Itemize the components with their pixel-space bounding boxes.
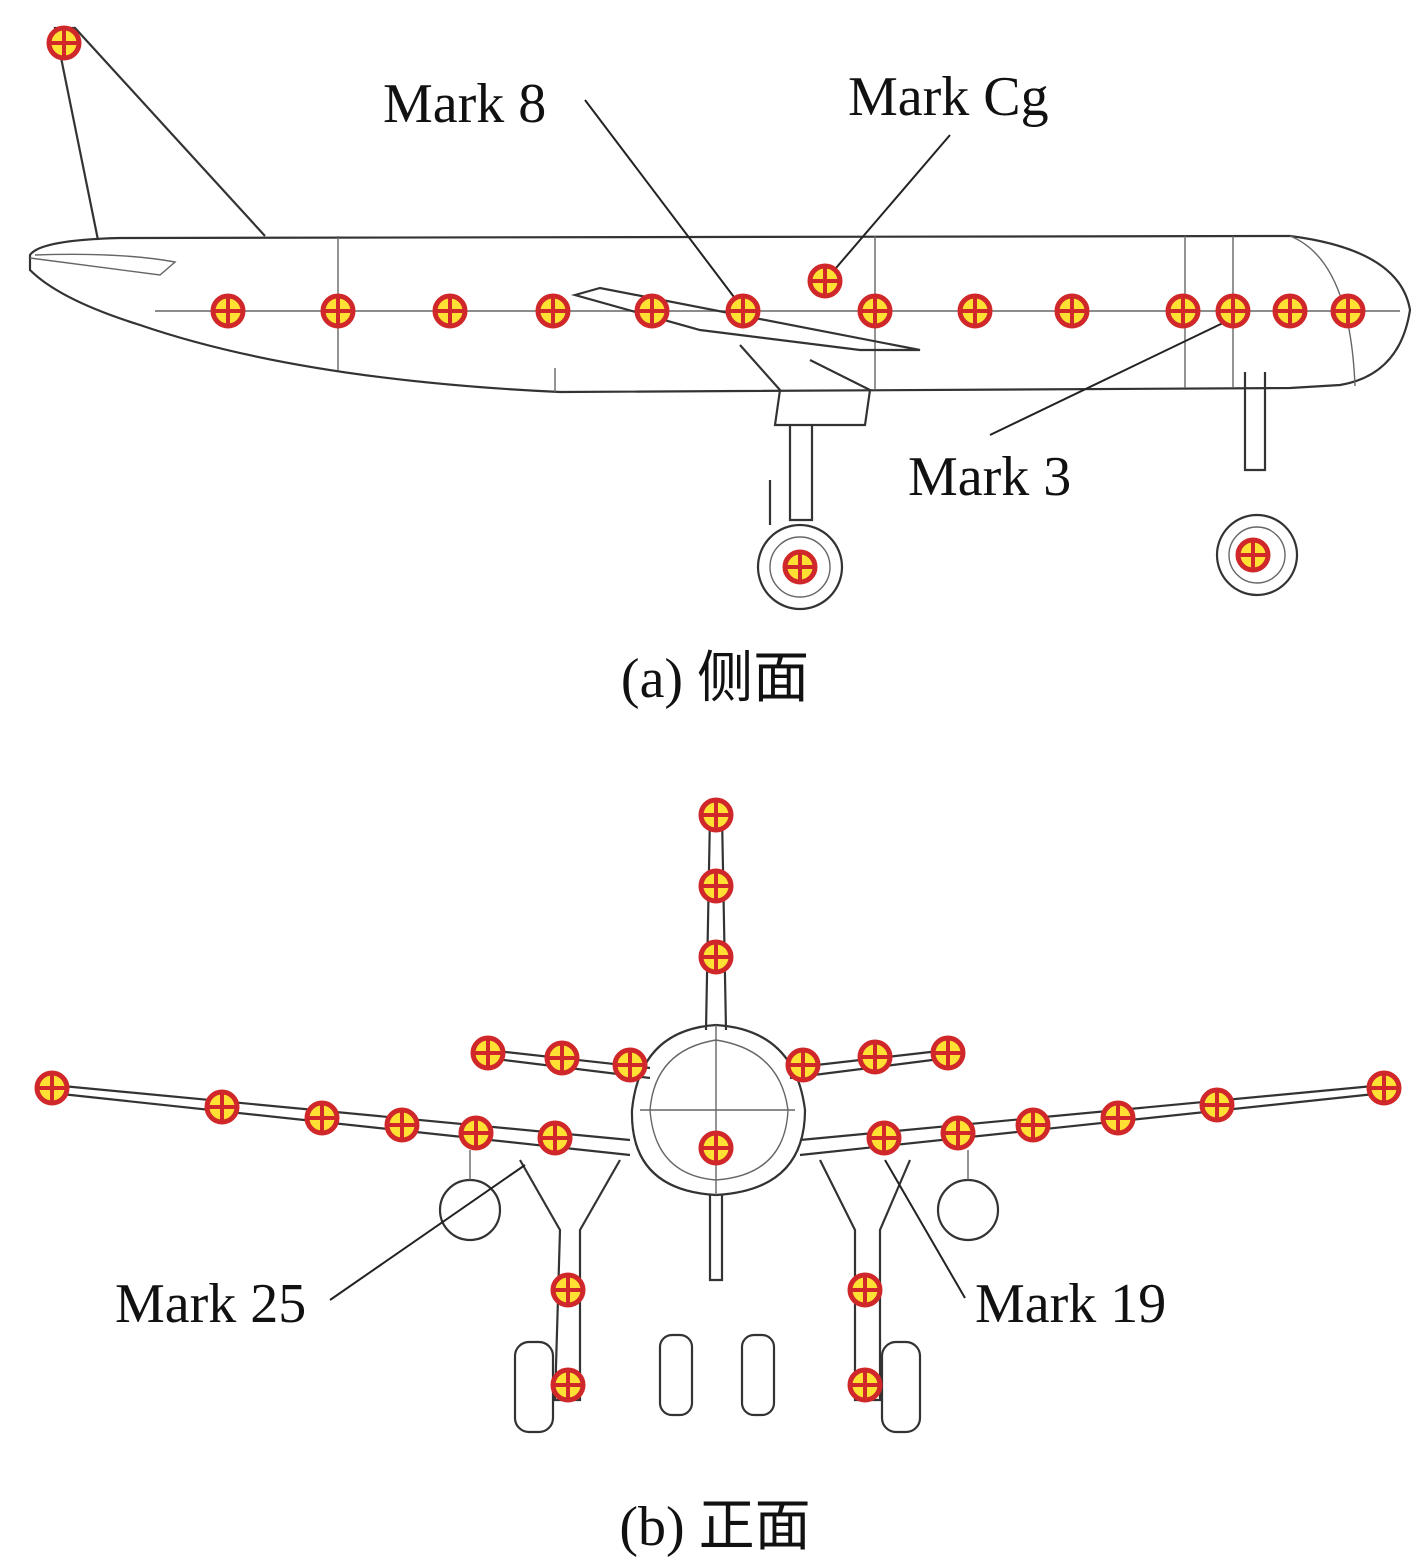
crosshair-marker-icon [1235,537,1271,573]
crosshair-marker-icon [612,1047,648,1083]
crosshair-marker-icon [1100,1100,1136,1136]
crosshair-marker-icon [1054,293,1090,329]
crosshair-marker-icon [320,293,356,329]
marker-points [34,25,1402,1403]
crosshair-marker-icon [1272,293,1308,329]
crosshair-marker-icon [384,1107,420,1143]
label-mark-8: Mark 8 [383,73,546,135]
crosshair-marker-icon [34,1070,70,1106]
crosshair-marker-icon [1215,293,1251,329]
label-mark-25: Mark 25 [115,1273,306,1335]
label-mark-cg: Mark Cg [848,66,1049,128]
crosshair-marker-icon [537,1120,573,1156]
front-view-aircraft [51,814,1385,1434]
crosshair-marker-icon [940,1115,976,1151]
mark19-leader-line [884,1159,966,1299]
crosshair-marker-icon [698,939,734,975]
mark25-leader-line [329,1164,526,1301]
crosshair-marker-icon [634,293,670,329]
crosshair-marker-icon [698,1130,734,1166]
label-mark-19: Mark 19 [975,1273,1166,1335]
crosshair-marker-icon [304,1100,340,1136]
crosshair-marker-icon [857,1039,893,1075]
crosshair-marker-icon [807,263,843,299]
crosshair-marker-icon [210,293,246,329]
crosshair-marker-icon [847,1272,883,1308]
crosshair-marker-icon [470,1035,506,1071]
crosshair-marker-icon [857,293,893,329]
crosshair-marker-icon [930,1035,966,1071]
markcg-leader-line [829,134,951,276]
crosshair-marker-icon [204,1089,240,1125]
crosshair-marker-icon [698,797,734,833]
crosshair-marker-icon [1199,1087,1235,1123]
crosshair-marker-icon [544,1040,580,1076]
crosshair-marker-icon [458,1115,494,1151]
crosshair-marker-icon [866,1120,902,1156]
crosshair-marker-icon [1366,1070,1402,1106]
label-mark-3: Mark 3 [908,446,1071,508]
crosshair-marker-icon [1330,293,1366,329]
crosshair-marker-icon [698,868,734,904]
crosshair-marker-icon [782,549,818,585]
caption-side-view: (a) 侧面 [621,648,809,710]
crosshair-marker-icon [785,1047,821,1083]
crosshair-marker-icon [46,25,82,61]
crosshair-marker-icon [847,1367,883,1403]
mark3-leader-line [989,321,1226,436]
crosshair-marker-icon [535,293,571,329]
crosshair-marker-icon [550,1272,586,1308]
crosshair-marker-icon [550,1367,586,1403]
crosshair-marker-icon [432,293,468,329]
mark8-leader-line [584,99,741,306]
crosshair-marker-icon [1165,293,1201,329]
caption-front-view: (b) 正面 [619,1496,810,1558]
crosshair-marker-icon [725,293,761,329]
crosshair-marker-icon [1015,1107,1051,1143]
crosshair-marker-icon [957,293,993,329]
